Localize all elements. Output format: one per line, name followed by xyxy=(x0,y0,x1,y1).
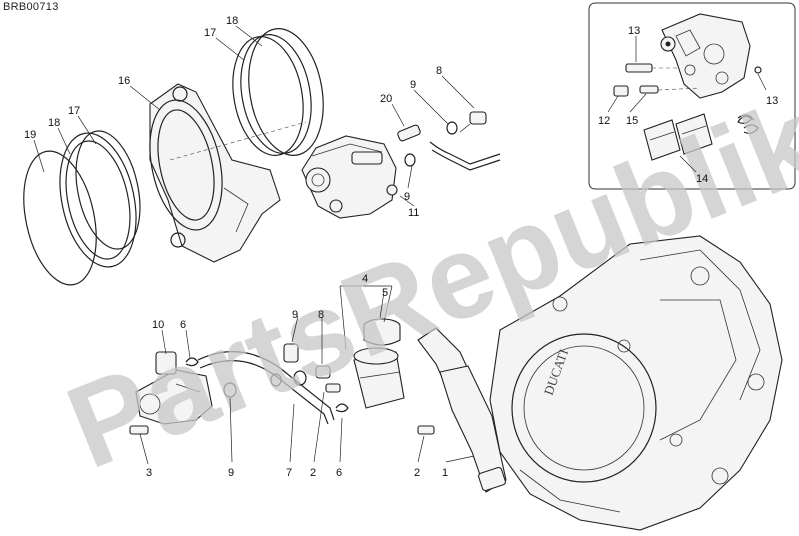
seal-ring-left xyxy=(75,130,141,250)
brake-hose-upper xyxy=(429,141,501,171)
callout-6-left: 6 xyxy=(180,319,186,331)
callout-3: 3 xyxy=(146,467,152,479)
callout-9-hose: 9 xyxy=(292,309,298,321)
seal-ring-right xyxy=(232,34,312,156)
callout-9-lower: 9 xyxy=(228,467,234,479)
callout-2-right: 2 xyxy=(414,467,420,479)
hose-clamp-right xyxy=(335,403,349,413)
inset-gear-symbol xyxy=(660,36,676,52)
callout-17-lower: 17 xyxy=(68,105,80,117)
callout-8-lower: 8 xyxy=(318,309,324,321)
copper-washers-upper xyxy=(404,121,458,167)
rear-master-cylinder xyxy=(135,351,213,425)
reservoir-cap xyxy=(363,318,401,346)
callouts: 18 17 16 17 18 19 20 9 8 9 11 13 13 12 1… xyxy=(24,15,778,479)
axis-line-rings xyxy=(169,121,307,161)
callout-13-right: 13 xyxy=(766,95,778,107)
callout-4: 4 xyxy=(362,273,368,285)
callout-2-left: 2 xyxy=(310,467,316,479)
washer-lower xyxy=(223,382,237,398)
reservoir-hose xyxy=(197,351,335,425)
fluid-reservoir xyxy=(353,347,405,409)
engine-side-cover xyxy=(489,235,783,531)
inset-brake-pads xyxy=(643,113,713,161)
callout-7: 7 xyxy=(286,467,292,479)
callout-8-upper: 8 xyxy=(436,65,442,77)
banjo-lower xyxy=(270,343,331,387)
callout-11: 11 xyxy=(408,207,419,219)
callout-10: 10 xyxy=(152,319,164,331)
hose-clamp-left xyxy=(185,357,199,367)
callout-1: 1 xyxy=(442,467,448,479)
inset-pin xyxy=(625,63,680,73)
inset-clip-springs xyxy=(737,66,762,134)
callout-9-caliper: 9 xyxy=(404,191,410,203)
group-bracket-4 xyxy=(339,285,393,351)
callout-17-upper: 17 xyxy=(204,27,216,39)
callout-16: 16 xyxy=(118,75,130,87)
rear-brake-caliper xyxy=(301,135,398,219)
dust-seal-right xyxy=(248,28,324,156)
callout-15: 15 xyxy=(626,115,638,127)
diagram-code: BRB00713 xyxy=(3,1,59,13)
bleed-screw xyxy=(397,124,421,142)
callout-20: 20 xyxy=(380,93,392,105)
dust-seal-left xyxy=(59,132,137,268)
small-screw-lower xyxy=(325,383,341,393)
callout-9-upper: 9 xyxy=(410,79,416,91)
callout-5: 5 xyxy=(382,287,388,299)
callout-19: 19 xyxy=(24,129,36,141)
callout-13-top: 13 xyxy=(628,25,640,37)
callout-18-lower: 18 xyxy=(48,117,60,129)
callout-14: 14 xyxy=(696,173,708,185)
inset-bleed-screw xyxy=(613,85,701,97)
snap-ring-left xyxy=(23,150,97,286)
mount-screw-bracket xyxy=(417,425,435,435)
banjo-bolt xyxy=(459,111,487,133)
callout-12: 12 xyxy=(598,115,610,127)
leader-lines xyxy=(33,25,767,465)
heel-guard-bracket xyxy=(417,327,507,493)
callout-18-upper: 18 xyxy=(226,15,238,27)
mount-screw-left xyxy=(129,425,149,435)
callout-6-right: 6 xyxy=(336,467,342,479)
inset-caliper xyxy=(661,13,751,99)
caliper-bracket xyxy=(149,83,281,263)
